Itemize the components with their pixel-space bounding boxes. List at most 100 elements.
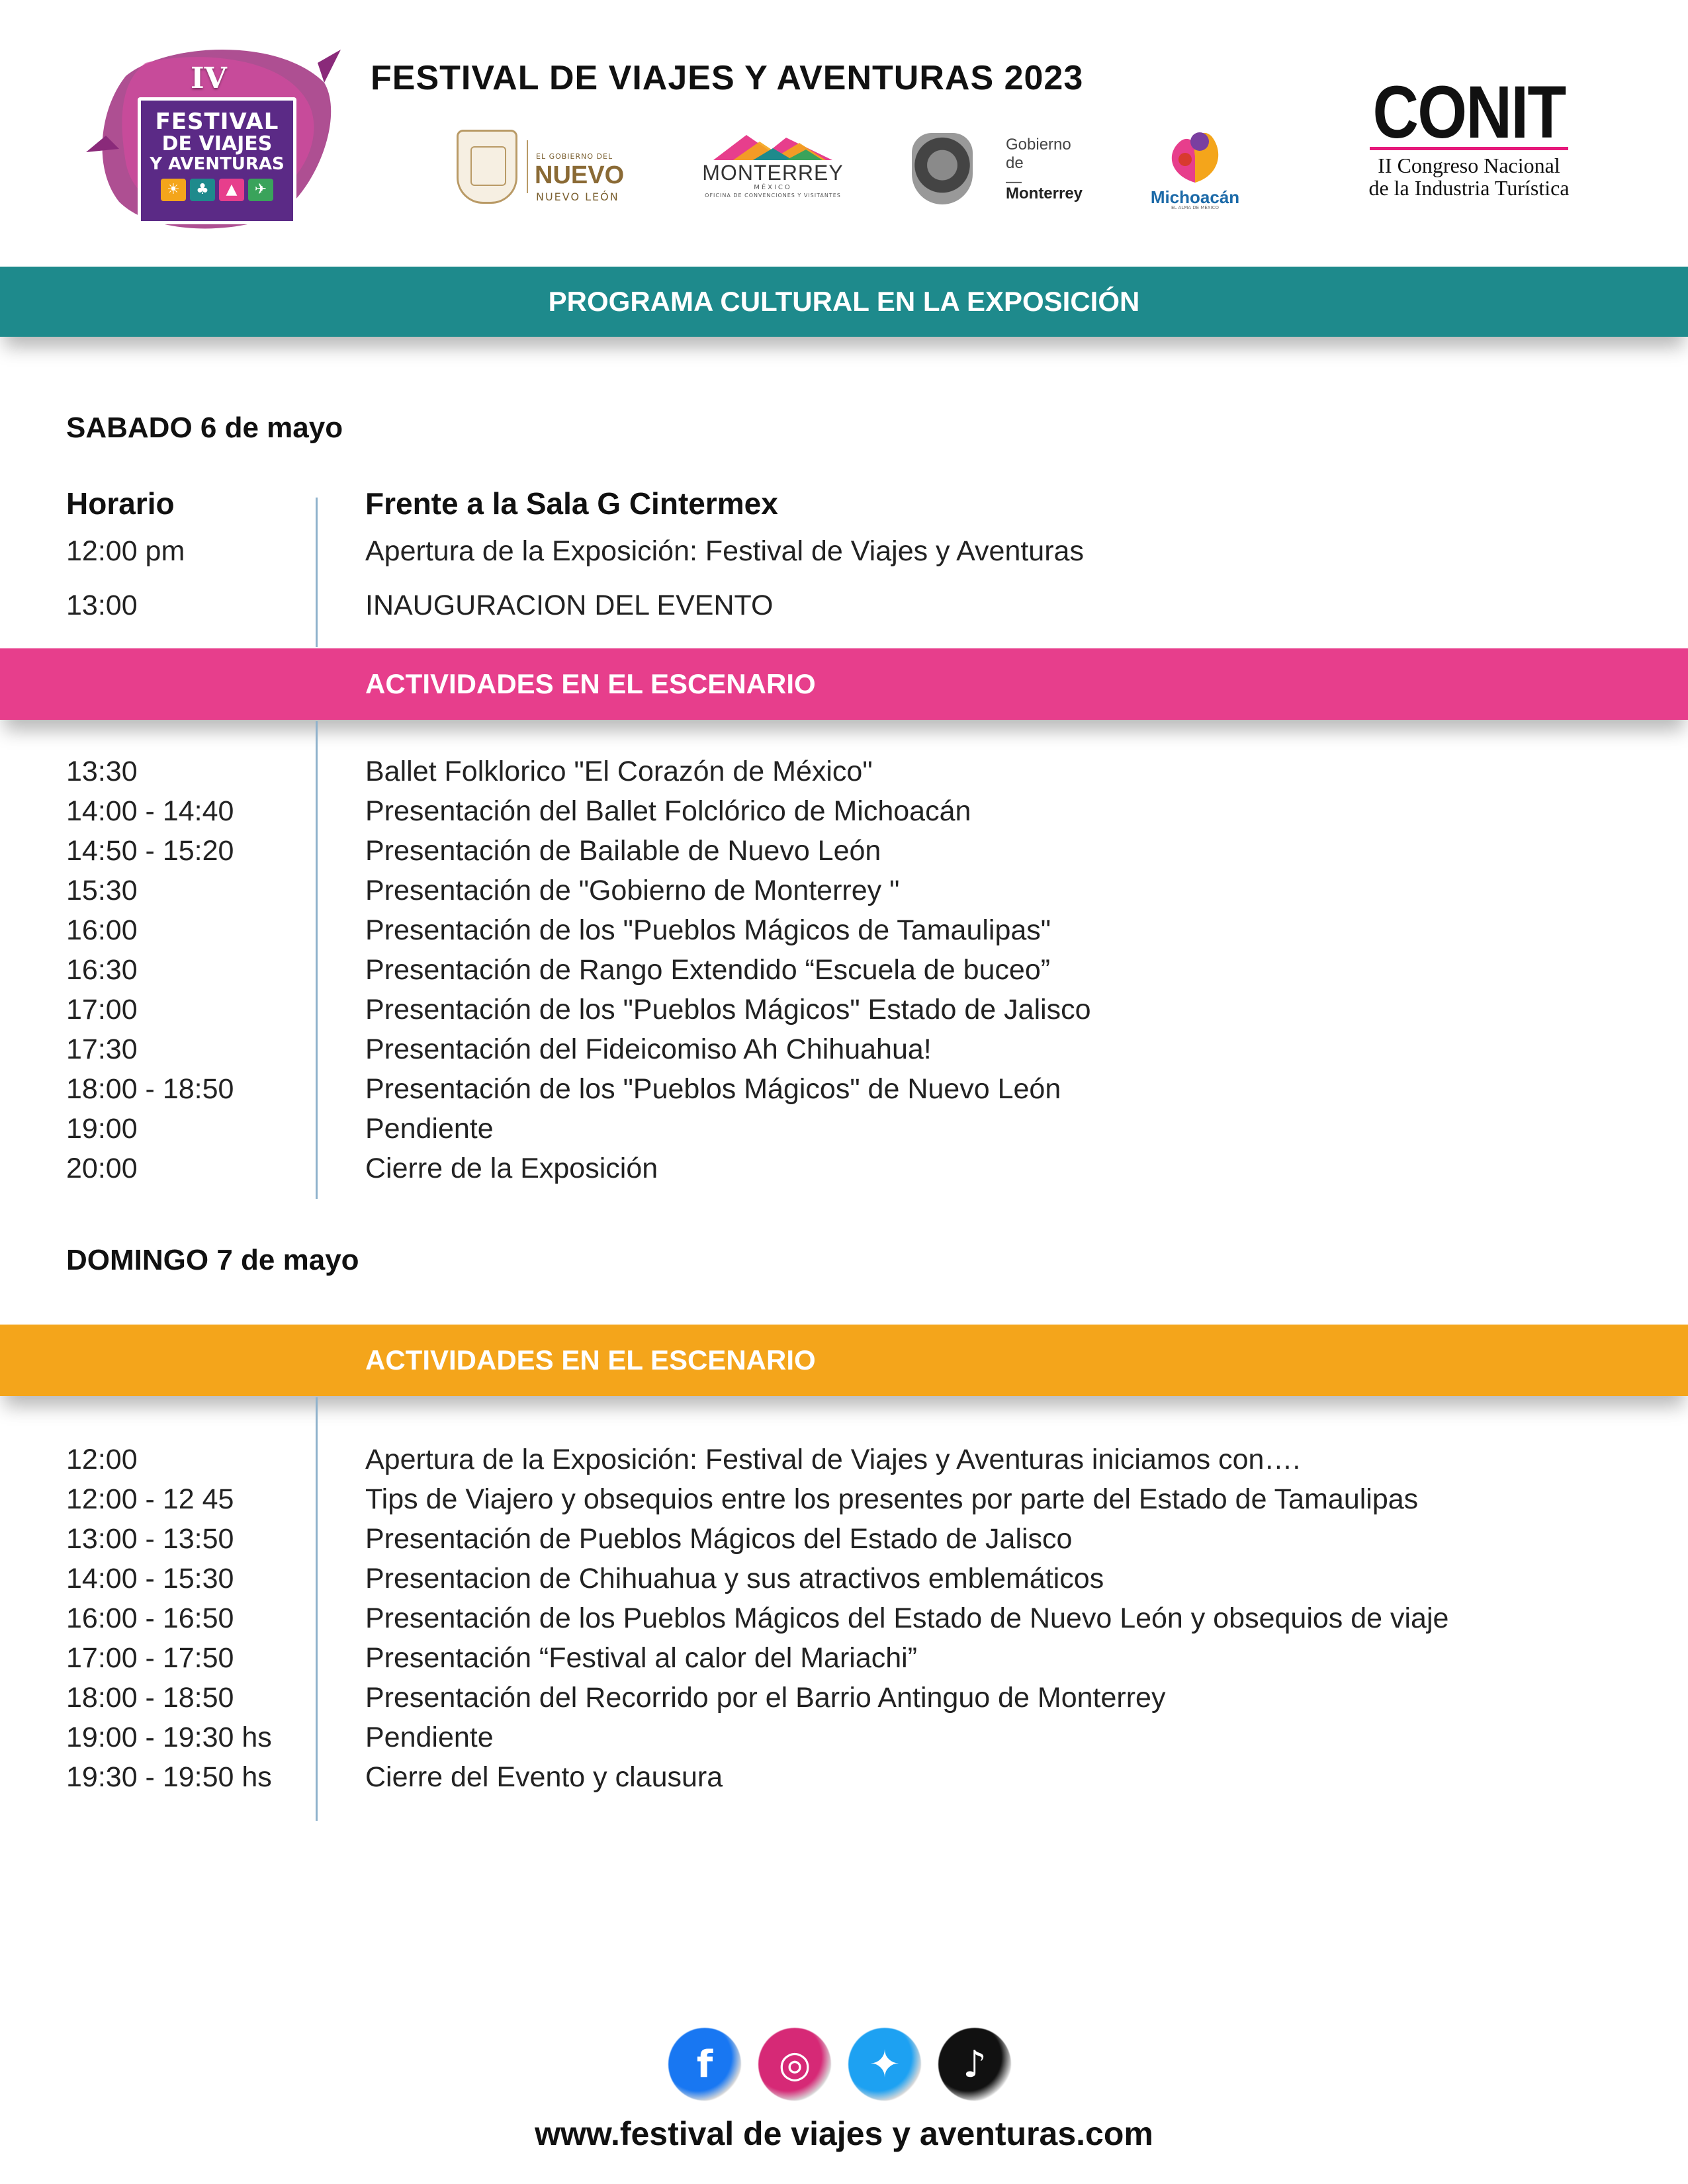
schedule-row: 19:30 - 19:50 hs Cierre del Evento y clau…: [66, 1761, 1654, 1801]
row-activity: Presentación de los "Pueblos Mágicos" Es…: [365, 994, 1091, 1026]
monterrey-sub1: MÉXICO: [754, 184, 792, 191]
festival-logo: IV FESTIVAL DE VIAJES Y AVENTURAS ☀ ♣ ▲ …: [79, 36, 344, 235]
saturday-heading: SABADO 6 de mayo: [66, 412, 343, 444]
row-time: 13:30: [66, 756, 138, 787]
mountains-icon: [713, 135, 832, 160]
social-blob: [938, 2028, 1011, 2101]
row-time: 13:00 - 13:50: [66, 1523, 234, 1555]
sun-icon: ☀: [161, 179, 186, 201]
monterrey-sub2: OFICINA DE CONVENCIONES Y VISITANTES: [705, 193, 841, 198]
social-glyph: f: [696, 2042, 713, 2086]
row-activity: Presentación de "Gobierno de Monterrey ": [365, 875, 900, 906]
michoacan-logo: Michoacán EL ALMA DE MÉXICO: [1149, 123, 1241, 212]
row-time: 16:00 - 16:50: [66, 1602, 234, 1634]
festival-logo-line2: DE VIAJES: [161, 132, 273, 155]
col-head-time: Horario: [66, 486, 175, 521]
schedule-row: 16:00 - 16:50 Presentación de los Pueblos…: [66, 1602, 1654, 1642]
nuevo-leon-bottom: NUEVO LEÓN: [536, 191, 619, 203]
facebook-icon[interactable]: f: [668, 2028, 741, 2101]
schedule-row: 18:00 - 18:50 Presentación de los "Pueblo…: [66, 1073, 1654, 1113]
row-time: 13:00: [66, 590, 138, 621]
tiktok-icon[interactable]: ♪: [938, 2028, 1011, 2101]
schedule-row: 20:00 Cierre de la Exposición: [66, 1153, 1654, 1192]
schedule-row: 12:00 - 12 45 Tips de Viajero y obsequios…: [66, 1483, 1654, 1523]
schedule-row: 13:00 INAUGURACION DEL EVENTO: [66, 590, 1654, 629]
palm-icon: ♣: [190, 179, 215, 201]
program-banner: PROGRAMA CULTURAL EN LA EXPOSICIÓN: [0, 267, 1688, 337]
michoacan-name: Michoacán: [1150, 187, 1240, 207]
program-banner-title: PROGRAMA CULTURAL EN LA EXPOSICIÓN: [548, 286, 1140, 317]
schedule-row: 12:00 pm Apertura de la Exposición: Fest…: [66, 535, 1654, 590]
row-time: 18:00 - 18:50: [66, 1073, 234, 1105]
saturday-opening-list: 12:00 pm Apertura de la Exposición: Fest…: [66, 535, 1654, 629]
instagram-icon[interactable]: ◎: [758, 2028, 831, 2101]
row-activity: Presentación del Ballet Folclórico de Mi…: [365, 795, 971, 827]
col-head-place: Frente a la Sala G Cintermex: [365, 486, 778, 521]
festival-roman: IV: [191, 62, 227, 95]
row-time: 20:00: [66, 1153, 138, 1184]
social-glyph: ◎: [778, 2042, 811, 2086]
row-activity: Apertura de la Exposición: Festival de V…: [365, 535, 1084, 567]
festival-logo-icons: ☀ ♣ ▲ ✈: [161, 179, 273, 201]
row-activity: Tips de Viajero y obsequios entre los pr…: [365, 1483, 1419, 1515]
nuevo-leon-small: EL GOBIERNO DEL: [536, 152, 613, 161]
gobierno-line1: Gobierno: [1006, 136, 1071, 153]
monterrey-ocv-logo: MONTERREY MÉXICO OFICINA DE CONVENCIONES…: [700, 131, 846, 204]
festival-logo-line3: Y AVENTURAS: [150, 154, 285, 174]
row-time: 18:00 - 18:50: [66, 1682, 234, 1714]
row-activity: INAUGURACION DEL EVENTO: [365, 590, 774, 621]
row-activity: Pendiente: [365, 1722, 494, 1753]
monterrey-crest-icon: [912, 133, 973, 204]
schedule-row: 17:00 Presentación de los "Pueblos Mágico…: [66, 994, 1654, 1033]
sunday-stage-banner: ACTIVIDADES EN EL ESCENARIO: [0, 1325, 1688, 1396]
row-activity: Presentación del Fideicomiso Ah Chihuahu…: [365, 1033, 932, 1065]
saturday-stage-banner: ACTIVIDADES EN EL ESCENARIO: [0, 648, 1688, 720]
row-time: 17:30: [66, 1033, 138, 1065]
row-activity: Apertura de la Exposición: Festival de V…: [365, 1444, 1301, 1475]
gobierno-line2: de: [1006, 154, 1024, 172]
nuevo-leon-big: NUEVO: [535, 161, 625, 189]
row-activity: Presentación de los "Pueblos Mágicos" de…: [365, 1073, 1061, 1105]
row-activity: Presentación de los "Pueblos Mágicos de …: [365, 914, 1051, 946]
monterrey-name: MONTERREY: [702, 161, 844, 185]
row-time: 19:30 - 19:50 hs: [66, 1761, 272, 1793]
row-time: 17:00: [66, 994, 138, 1026]
row-time: 19:00: [66, 1113, 138, 1145]
social-links: f ◎ ✦ ♪: [668, 2028, 1011, 2101]
website-link[interactable]: www.festival de viajes y aventuras.com: [535, 2115, 1153, 2152]
row-activity: Presentación de Bailable de Nuevo León: [365, 835, 881, 867]
conit-accent-line: [1370, 147, 1568, 150]
saturday-divider-top: [316, 498, 318, 647]
social-blob: [758, 2028, 831, 2101]
mountain-icon: ▲: [219, 179, 244, 201]
row-time: 12:00 pm: [66, 535, 185, 567]
festival-badge: FESTIVAL DE VIAJES Y AVENTURAS ☀ ♣ ▲ ✈: [138, 97, 296, 224]
conit-logo: CONIT II Congreso Nacional de la Industr…: [1343, 75, 1595, 200]
sunday-stage-title: ACTIVIDADES EN EL ESCENARIO: [365, 1344, 816, 1376]
row-time: 14:00 - 15:30: [66, 1563, 234, 1594]
row-activity: Pendiente: [365, 1113, 494, 1145]
row-activity: Cierre del Evento y clausura: [365, 1761, 723, 1793]
schedule-row: 17:30 Presentación del Fideicomiso Ah Chi…: [66, 1033, 1654, 1073]
row-activity: Cierre de la Exposición: [365, 1153, 658, 1184]
schedule-row: 19:00 Pendiente: [66, 1113, 1654, 1153]
gobierno-line3: —: [1006, 173, 1022, 191]
social-glyph: ✦: [869, 2042, 901, 2086]
twitter-icon[interactable]: ✦: [848, 2028, 921, 2101]
social-blob: [848, 2028, 921, 2101]
nuevo-leon-logo: EL GOBIERNO DEL NUEVO NUEVO LEÓN: [457, 127, 629, 209]
row-time: 12:00 - 12 45: [66, 1483, 234, 1515]
row-activity: Presentación de los Pueblos Mágicos del …: [365, 1602, 1449, 1634]
